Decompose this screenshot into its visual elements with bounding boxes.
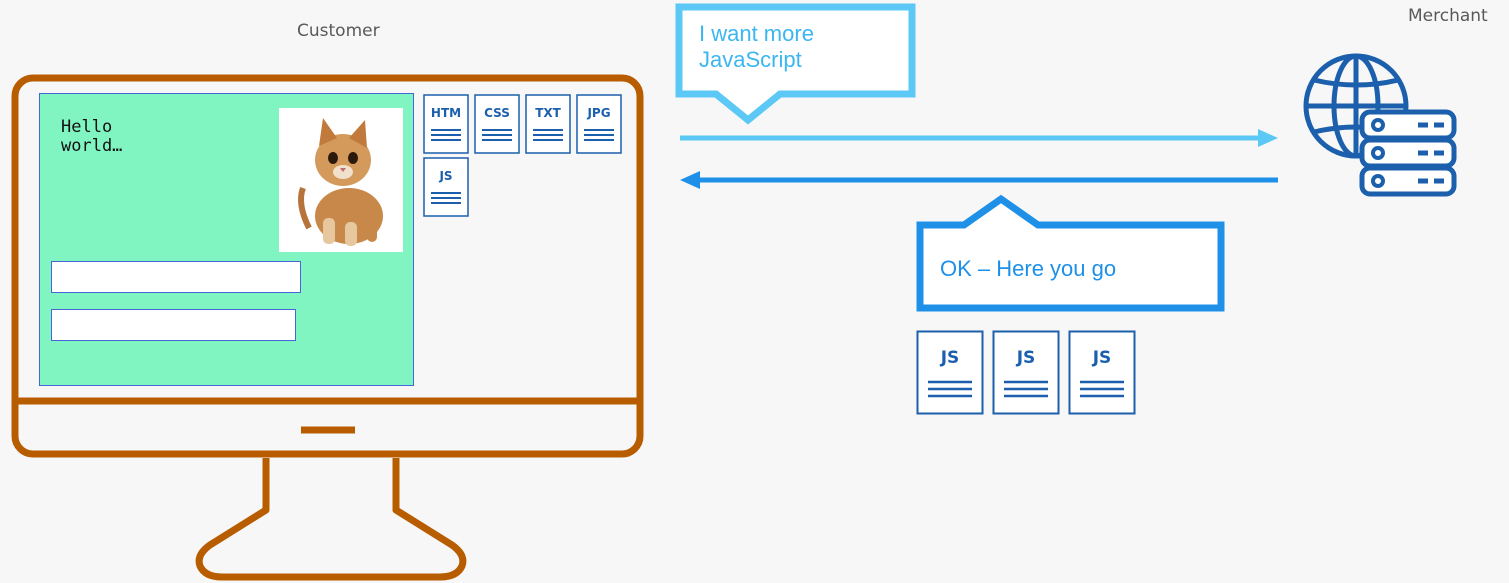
file-label-css: CSS — [484, 106, 510, 120]
customer-label: Customer — [297, 21, 380, 41]
text-input-2 — [51, 309, 296, 341]
js-file-icon-3: JS — [1068, 330, 1136, 415]
file-label-htm: HTM — [430, 106, 462, 120]
response-bubble — [916, 194, 1225, 312]
file-label-js: JS — [439, 169, 453, 183]
monitor-bezel — [11, 74, 644, 458]
file-icon-js: JS — [423, 157, 469, 217]
js-file-icon-2: JS — [992, 330, 1060, 415]
file-label-txt: TXT — [535, 106, 561, 120]
js-file-label-1: JS — [940, 348, 960, 368]
request-arrow-head — [1258, 129, 1278, 147]
globe-server-icon — [1303, 53, 1457, 197]
file-label-jpg: JPG — [587, 106, 611, 120]
js-file-icon-1: JS — [916, 330, 984, 415]
merchant-label: Merchant — [1408, 6, 1488, 26]
text-input-1 — [51, 261, 301, 293]
js-file-label-2: JS — [1016, 348, 1036, 368]
request-bubble — [675, 3, 916, 125]
file-icon-htm: HTM — [423, 94, 469, 154]
file-icon-css: CSS — [474, 94, 520, 154]
file-icon-txt: TXT — [525, 94, 571, 154]
kitten-photo — [279, 108, 403, 252]
request-bubble-text: I want more JavaScript — [699, 21, 814, 72]
hello-world-text: Hello world… — [61, 117, 123, 156]
response-arrow-head — [680, 171, 700, 189]
file-icon-jpg: JPG — [576, 94, 622, 154]
js-file-label-3: JS — [1092, 348, 1112, 368]
response-bubble-text: OK – Here you go — [940, 256, 1117, 281]
monitor-stand — [195, 458, 467, 581]
